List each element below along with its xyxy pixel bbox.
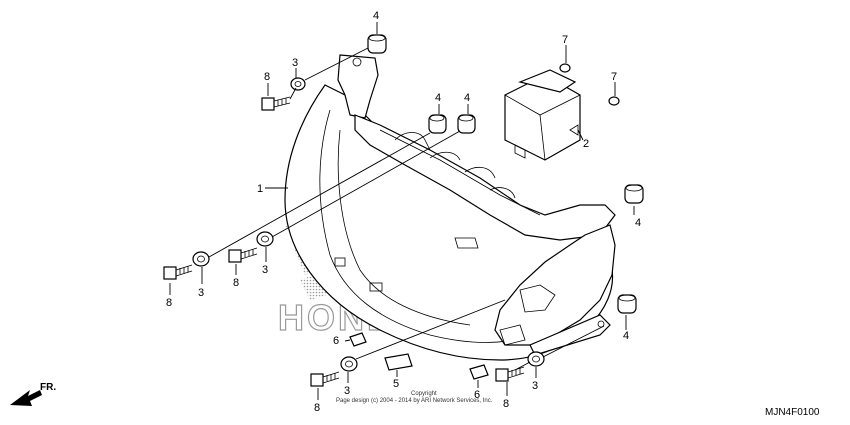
grommet-mid-left: [428, 114, 447, 134]
pad: [384, 353, 413, 371]
callout-7-upper: 7: [562, 34, 568, 46]
bolt-left: [163, 264, 193, 280]
grommet-mid-right: [457, 114, 476, 134]
callout-4-right-upper: 4: [635, 217, 641, 229]
clip-right: [469, 364, 489, 380]
callout-4-mid-right: 4: [464, 92, 470, 104]
front-direction-arrow-icon: [10, 390, 42, 406]
screw-right: [608, 96, 620, 106]
callout-4-top: 4: [373, 10, 379, 22]
grommet-right-lower: [617, 294, 637, 314]
callout-7-right: 7: [611, 71, 617, 83]
callout-8-mid: 8: [233, 277, 239, 289]
bolt-mid-left: [228, 247, 258, 263]
callout-3-mid: 3: [262, 264, 268, 276]
collar-bottom-right: [527, 351, 545, 367]
diagram-code: MJN4F0100: [765, 407, 820, 418]
screw-upper: [559, 63, 571, 73]
grommet-right-upper: [624, 184, 644, 204]
callout-3-left: 3: [198, 287, 204, 299]
front-direction-label: FR.: [40, 382, 56, 393]
copyright-line-1: Copyright: [411, 391, 437, 397]
bolt-bottom-left: [310, 371, 340, 387]
collar-bottom-left: [340, 356, 358, 372]
callout-3-bottom-right: 3: [532, 380, 538, 392]
collar-upper: [290, 77, 306, 91]
callout-5: 5: [393, 378, 399, 390]
control-unit: [504, 69, 581, 161]
headlight-assembly: [284, 54, 616, 361]
callout-6-left: 6: [333, 335, 339, 347]
callout-8-bottom-left: 8: [314, 402, 320, 414]
callout-8-left: 8: [166, 297, 172, 309]
clip-left: [349, 332, 367, 347]
callout-6-right: 6: [474, 389, 480, 401]
leader-lines: [169, 22, 635, 400]
bolt-upper-left: [261, 96, 291, 111]
callout-3-bottom-left: 3: [344, 385, 350, 397]
callout-4-right-lower: 4: [623, 330, 629, 342]
bolt-bottom-right: [495, 366, 525, 382]
callout-2: 2: [583, 138, 589, 150]
collar-mid: [256, 231, 274, 247]
callout-4-mid-left: 4: [435, 92, 441, 104]
collar-left: [192, 251, 210, 267]
copyright-line-2: Page design (c) 2004 - 2014 by ARI Netwo…: [336, 398, 493, 404]
callout-1: 1: [257, 183, 263, 195]
callout-8-bottom-right: 8: [503, 398, 509, 410]
callout-8-upper: 8: [264, 71, 270, 83]
grommet-top: [367, 34, 387, 54]
callout-3-upper: 3: [292, 57, 298, 69]
